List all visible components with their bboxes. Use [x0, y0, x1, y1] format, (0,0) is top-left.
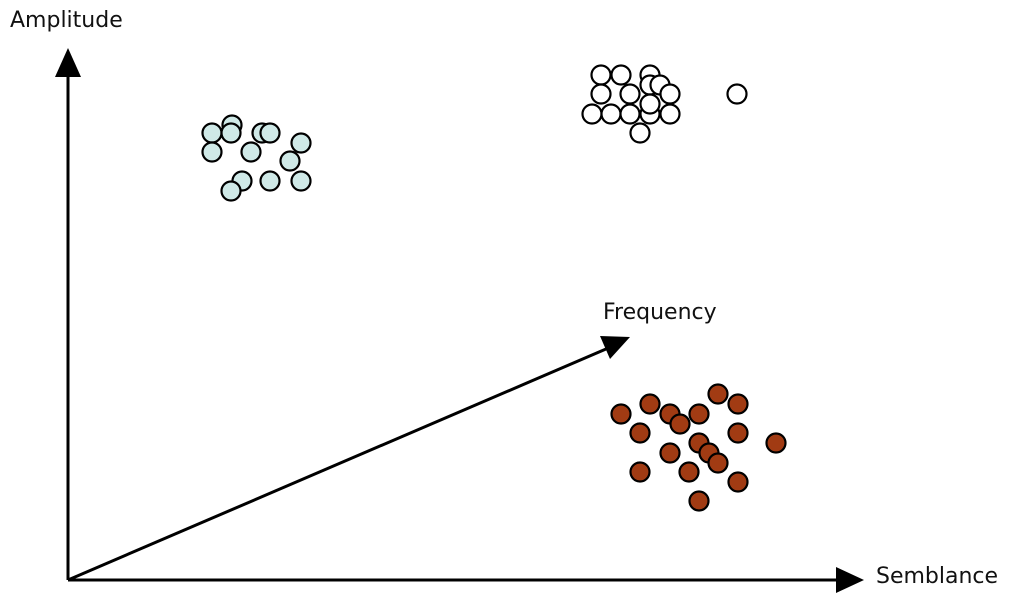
cluster-brown-point [659, 442, 681, 464]
cluster-white-point [610, 64, 632, 86]
cluster-brown [610, 383, 787, 512]
cluster-white-point [590, 64, 612, 86]
cluster-light-blue-point [220, 180, 242, 202]
cluster-brown-point [678, 461, 700, 483]
cluster-brown-point [629, 422, 651, 444]
cluster-brown-point [610, 403, 632, 425]
cluster-white [581, 64, 748, 144]
cluster-white-point [629, 122, 651, 144]
cluster-brown-point [688, 490, 710, 512]
cluster-light-blue-point [201, 141, 223, 163]
cluster-brown-point [727, 393, 749, 415]
clusters [201, 64, 787, 512]
cluster-light-blue-point [240, 141, 262, 163]
cluster-brown-point [669, 413, 691, 435]
cluster-brown-point [639, 393, 661, 415]
cluster-white-point [600, 103, 622, 125]
amplitude-label: Amplitude [10, 8, 123, 33]
cluster-light-blue-point [279, 150, 301, 172]
cluster-white-point [581, 103, 603, 125]
cluster-white-point [619, 83, 641, 105]
cluster-light-blue-point [259, 122, 281, 144]
frequency-axis-line [67, 347, 607, 582]
semblance-axis-arrowhead [836, 567, 864, 593]
cluster-white-point [619, 103, 641, 125]
cluster-light-blue [201, 114, 312, 202]
cluster-light-blue-point [290, 170, 312, 192]
axes [55, 48, 864, 593]
cluster-light-blue-point [290, 132, 312, 154]
cluster-light-blue-point [201, 122, 223, 144]
cluster-brown-point [688, 403, 710, 425]
cluster-white-point [726, 83, 748, 105]
frequency-axis-arrowhead [600, 336, 630, 359]
cluster-white-point [639, 93, 661, 115]
frequency-label: Frequency [603, 300, 717, 325]
cluster-brown-point [727, 422, 749, 444]
cluster-brown-point [629, 461, 651, 483]
cluster-white-point [590, 83, 612, 105]
cluster-light-blue-point [220, 122, 242, 144]
cluster-brown-point [707, 383, 729, 405]
cluster-white-point [659, 83, 681, 105]
cluster-brown-point [707, 452, 729, 474]
cluster-brown-point [765, 432, 787, 454]
cluster-light-blue-point [259, 170, 281, 192]
cluster-brown-point [727, 471, 749, 493]
amplitude-axis-arrowhead [55, 48, 81, 77]
semblance-label: Semblance [876, 564, 998, 589]
cluster-white-point [659, 103, 681, 125]
